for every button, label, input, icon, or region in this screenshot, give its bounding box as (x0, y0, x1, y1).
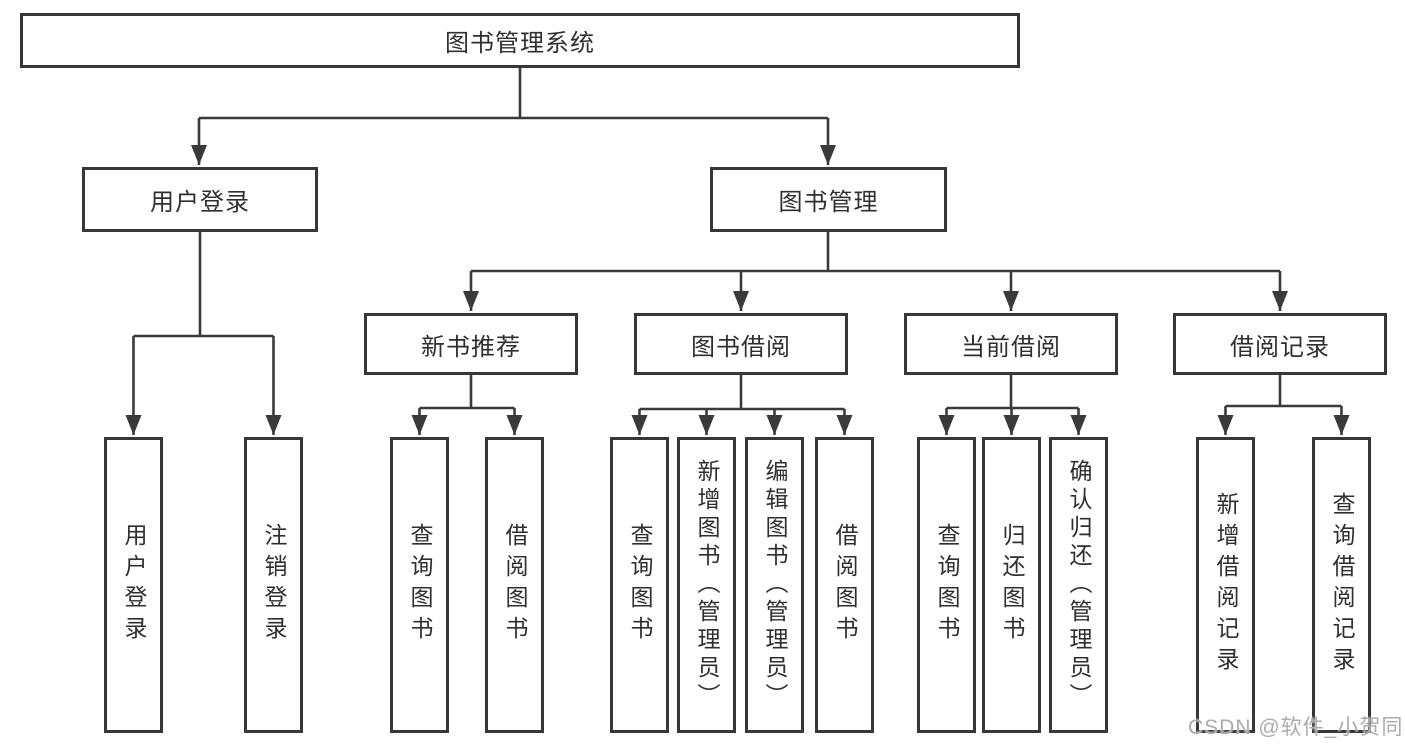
node-query-borrow-record: 查询借阅记录 (1312, 437, 1371, 733)
node-add-book-admin: 新增图书（管理员） (677, 437, 736, 733)
node-borrow-books-2: 借阅图书 (815, 437, 874, 733)
node-library-management-system: 图书管理系统 (20, 13, 1020, 68)
connector-borrow-records (1225, 375, 1342, 408)
node-borrow-books-1: 借阅图书 (485, 437, 544, 733)
node-return-books: 归还图书 (982, 437, 1041, 733)
node-book-management: 图书管理 (710, 167, 947, 232)
node-new-book-recommend: 新书推荐 (364, 313, 578, 375)
connector-book-borrow (639, 375, 845, 411)
connector-current-borrow (946, 375, 1079, 410)
node-borrow-records: 借阅记录 (1173, 313, 1387, 375)
node-add-borrow-record: 新增借阅记录 (1196, 437, 1255, 733)
connector-new-book (419, 375, 515, 410)
connector-user-login (133, 232, 274, 338)
node-book-borrow: 图书借阅 (634, 313, 848, 375)
node-query-books-3: 查询图书 (917, 437, 976, 733)
node-query-books-1: 查询图书 (390, 437, 449, 733)
node-user-login-leaf: 用户登录 (104, 437, 163, 733)
node-confirm-return-admin: 确认归还（管理员） (1049, 437, 1108, 733)
csdn-watermark: CSDN @软件_小贺同学 (1188, 716, 1405, 739)
node-edit-book-admin: 编辑图书（管理员） (745, 437, 804, 733)
node-user-login: 用户登录 (82, 167, 318, 232)
connector-root (199, 68, 828, 120)
node-query-books-2: 查询图书 (610, 437, 669, 733)
node-logout-leaf: 注销登录 (244, 437, 303, 733)
connector-book-management (471, 232, 1280, 273)
node-current-borrow: 当前借阅 (904, 313, 1118, 375)
